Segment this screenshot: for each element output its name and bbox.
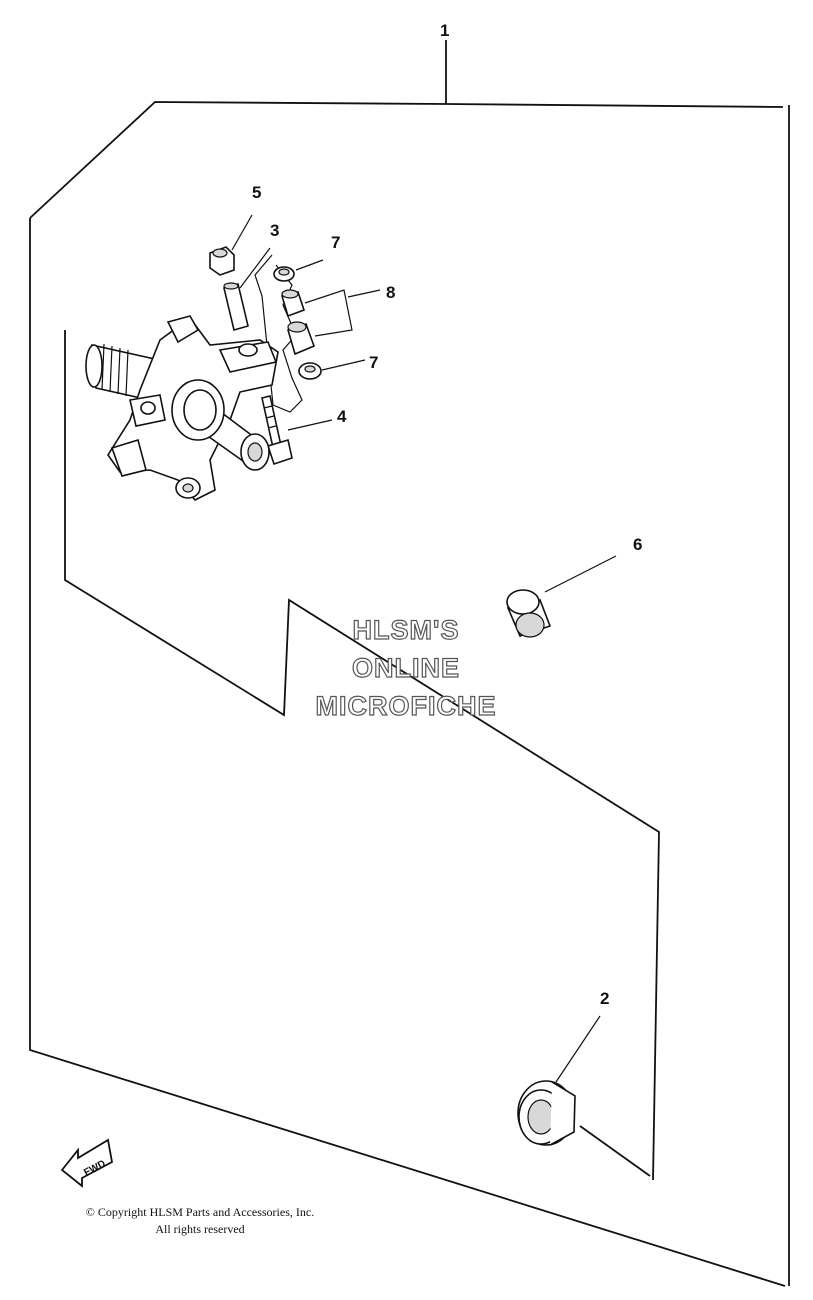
- leader-8: [304, 289, 353, 337]
- callout-2: 2: [600, 989, 609, 1008]
- callout-6: 6: [633, 535, 642, 554]
- part-bushing-8-large: [287, 321, 316, 356]
- swivel-bracket-assembly: [85, 315, 279, 501]
- part-bushing-2: [517, 1080, 576, 1146]
- leader-5: [231, 214, 253, 251]
- assembly-outline: [29, 101, 790, 1287]
- callout-1: 1: [440, 21, 449, 40]
- callout-7-upper: 7: [331, 233, 340, 252]
- watermark-line-3: MICROFICHE: [316, 691, 497, 721]
- callout-8: 8: [386, 283, 395, 302]
- part-nut-5: [209, 246, 235, 276]
- leader-7-upper: [295, 259, 324, 271]
- callout-7-lower: 7: [369, 353, 378, 372]
- fwd-arrow-icon: FWD: [60, 1138, 114, 1188]
- watermark-line-2: ONLINE: [352, 653, 460, 683]
- part-washer-7-lower: [298, 362, 322, 380]
- rights-reserved-text: All rights reserved: [155, 1222, 245, 1236]
- callout-4: 4: [337, 407, 347, 426]
- leader-7-lower: [321, 359, 366, 371]
- copyright-text: © Copyright HLSM Parts and Accessories, …: [85, 1205, 315, 1219]
- part-bushing-8-small: [280, 289, 306, 318]
- part-washer-7-upper: [273, 266, 295, 282]
- part-pin-3: [223, 282, 249, 331]
- leader-2: [555, 1015, 601, 1083]
- leader-6: [544, 555, 617, 593]
- leader-3: [239, 247, 271, 289]
- callout-3: 3: [270, 221, 279, 240]
- watermark: HLSM'S ONLINE MICROFICHE: [315, 614, 497, 721]
- part-bolt-4: [261, 395, 293, 466]
- leader-4: [287, 419, 333, 431]
- leader-8-tail: [347, 289, 381, 298]
- part-bushing-6: [506, 589, 552, 638]
- watermark-line-1: HLSM'S: [353, 615, 460, 645]
- callout-5: 5: [252, 183, 261, 202]
